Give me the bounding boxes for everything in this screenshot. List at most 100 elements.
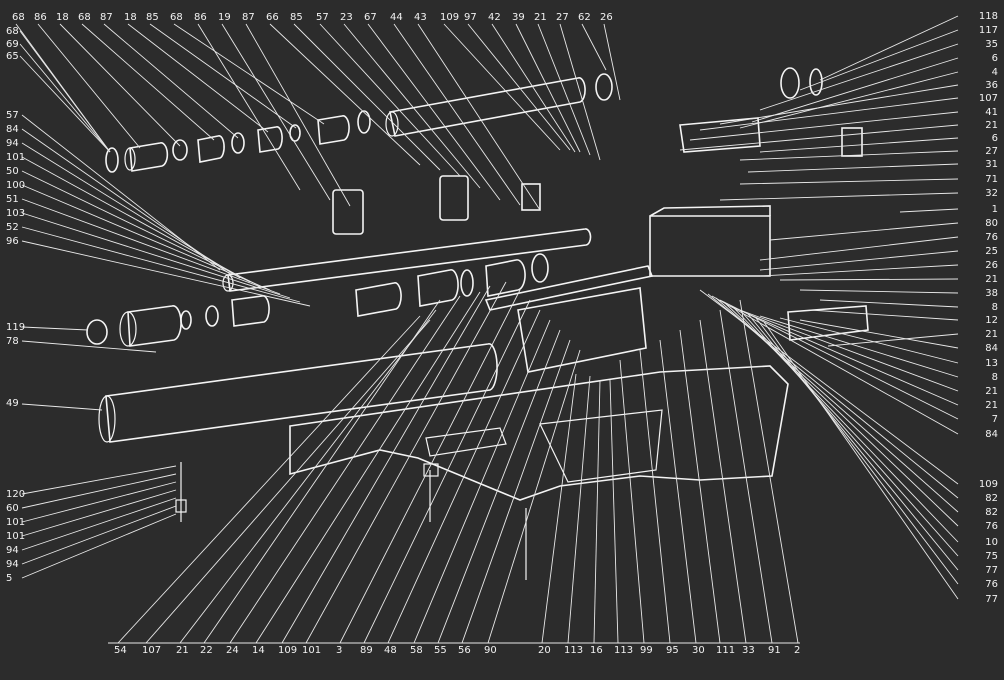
leader-line	[639, 349, 671, 644]
callout-label: 68	[170, 12, 183, 23]
callout-label: 16	[590, 645, 603, 656]
leader-line	[487, 349, 581, 644]
callout-label: 120	[6, 489, 25, 500]
leader-line	[59, 23, 181, 147]
callout-label: 68	[12, 12, 25, 23]
leader-line	[759, 250, 959, 271]
callout-label: 14	[252, 645, 265, 656]
leader-line	[21, 481, 177, 523]
leader-line	[21, 142, 241, 279]
callout-label: 101	[6, 531, 25, 542]
leader-line	[19, 43, 111, 153]
leader-line	[255, 291, 481, 644]
callout-label: 101	[302, 645, 321, 656]
leader-line	[559, 23, 601, 161]
leader-line	[387, 309, 541, 644]
callout-label: 2	[794, 645, 800, 656]
callout-label: 96	[6, 236, 19, 247]
callout-label: 6	[992, 133, 998, 144]
callout-label: 76	[985, 232, 998, 243]
leader-line	[809, 309, 959, 321]
callout-label: 118	[979, 11, 998, 22]
leader-line	[899, 208, 959, 213]
callout-label: 109	[440, 12, 459, 23]
callout-label: 84	[6, 124, 19, 135]
leader-line	[799, 319, 959, 349]
leader-line	[715, 297, 959, 513]
callout-label: 38	[985, 288, 998, 299]
callout-label: 18	[56, 12, 69, 23]
callout-label: 52	[6, 222, 19, 233]
callout-label: 84	[985, 429, 998, 440]
callout-label: 77	[985, 565, 998, 576]
callout-label: 20	[538, 645, 551, 656]
leader-line	[689, 111, 959, 141]
leader-line	[443, 23, 561, 151]
leader-line	[603, 23, 621, 101]
callout-label: 109	[979, 479, 998, 490]
leader-line	[759, 315, 959, 378]
callout-label: 18	[124, 12, 137, 23]
leader-line	[679, 329, 721, 644]
leader-line	[117, 315, 421, 644]
leader-line	[21, 497, 177, 551]
callout-label: 50	[6, 166, 19, 177]
leader-line	[799, 29, 959, 91]
callout-label: 78	[6, 336, 19, 347]
callout-label: 6	[992, 53, 998, 64]
leader-line	[339, 289, 521, 644]
callout-label: 82	[985, 493, 998, 504]
leader-line	[739, 178, 959, 185]
leader-line	[417, 23, 541, 211]
callout-label: 8	[992, 372, 998, 383]
callout-label: 90	[484, 645, 497, 656]
callout-label: 49	[6, 398, 19, 409]
callout-label: 27	[556, 12, 569, 23]
leader-line	[711, 295, 959, 435]
leader-line	[763, 321, 959, 600]
leader-line	[759, 137, 959, 153]
leader-line	[437, 329, 561, 644]
leader-line	[197, 23, 301, 191]
callout-label: 1	[992, 204, 998, 215]
callout-label: 26	[600, 12, 613, 23]
leader-line	[21, 226, 301, 303]
leader-line	[393, 23, 521, 206]
callout-label: 94	[6, 559, 19, 570]
callout-label: 77	[985, 594, 998, 605]
callout-label: 21	[985, 400, 998, 411]
leader-line	[719, 299, 959, 420]
callout-label: 68	[78, 12, 91, 23]
callout-label: 60	[6, 503, 19, 514]
callout-label: 85	[290, 12, 303, 23]
leader-line	[145, 319, 431, 644]
callout-label: 113	[614, 645, 633, 656]
callout-label: 24	[226, 645, 239, 656]
parts-drawing	[86, 67, 869, 580]
callout-label: 36	[985, 80, 998, 91]
callout-label: 62	[578, 12, 591, 23]
callout-label: 80	[985, 218, 998, 229]
leader-line	[467, 23, 571, 151]
callout-label: 35	[985, 39, 998, 50]
leader-line	[739, 309, 959, 557]
leader-line	[819, 299, 959, 308]
leader-line	[21, 505, 177, 565]
leader-line	[739, 299, 799, 644]
leader-line	[619, 359, 645, 644]
callout-label: 19	[218, 12, 231, 23]
callout-label: 117	[979, 25, 998, 36]
callout-label: 26	[985, 260, 998, 271]
callout-label: 109	[278, 645, 297, 656]
leader-line	[19, 55, 111, 153]
leader-line	[149, 23, 297, 129]
leader-line	[179, 309, 437, 644]
callout-label: 33	[742, 645, 755, 656]
callout-label: 66	[266, 12, 279, 23]
leader-line	[281, 285, 491, 644]
leader-line	[719, 309, 773, 644]
callout-label: 23	[340, 12, 353, 23]
callout-label: 21	[985, 329, 998, 340]
callout-label: 39	[512, 12, 525, 23]
